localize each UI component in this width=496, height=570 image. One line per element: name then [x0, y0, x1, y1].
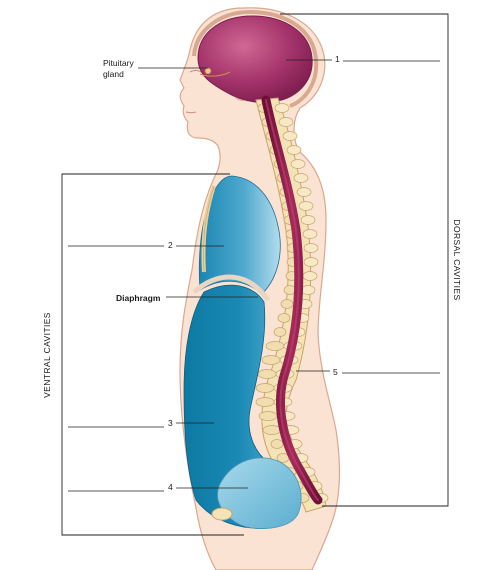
diaphragm-label: Diaphragm [116, 293, 161, 303]
vertebral-body [258, 411, 278, 421]
ventral-cavities-label: VENTRAL CAVITIES [42, 312, 52, 398]
vertebral-body [273, 327, 287, 337]
dorsal-cavities-label: DORSAL CAVITIES [452, 219, 462, 301]
pituitary-label-line2: gland [103, 69, 124, 79]
vertebra [302, 229, 318, 239]
vertebra [298, 201, 314, 211]
marker-1-label: 1 [335, 54, 340, 64]
dorsal-bracket [280, 13, 449, 507]
pubic-bone [211, 507, 233, 521]
vertebral-body [261, 355, 281, 365]
sternum-ribs-outline [203, 185, 215, 273]
marker-5-label: 5 [333, 367, 338, 377]
vertebra [303, 257, 319, 267]
ventral-bracket [61, 173, 244, 536]
vertebral-body [270, 439, 284, 449]
sella-turcica [199, 71, 231, 77]
brain [197, 15, 313, 103]
vertebra [303, 243, 319, 253]
diaphragm [192, 274, 271, 302]
vertebral-body [257, 369, 277, 379]
mouth [185, 111, 197, 114]
vertebral-body [255, 383, 275, 393]
vertebral-body [277, 313, 291, 323]
pituitary-gland-label: Pituitary gland [103, 58, 134, 80]
vertebral-body [265, 341, 285, 351]
vertebra [274, 103, 290, 113]
vertebra [286, 145, 302, 155]
vertebral-body [255, 397, 275, 407]
vertebra [278, 117, 294, 127]
vertebra [293, 173, 309, 183]
vertebrae [255, 103, 329, 503]
eye [189, 70, 202, 73]
vertebra [302, 271, 318, 281]
skull-outline [192, 9, 319, 108]
spinal-cord-highlight [265, 99, 319, 501]
marker-3-label: 3 [168, 418, 173, 428]
vertebral-body [262, 425, 282, 435]
pituitary-label-line1: Pituitary [103, 58, 134, 68]
pelvic-cavity [217, 457, 302, 529]
marker-4-label: 4 [168, 482, 173, 492]
marker-2-label: 2 [168, 240, 173, 250]
vertebra [296, 187, 312, 197]
vertebral-body [280, 299, 294, 309]
pituitary-gland-marker [204, 67, 212, 75]
vertebra [300, 215, 316, 225]
vertebra [290, 159, 306, 169]
vertebra [282, 131, 298, 141]
